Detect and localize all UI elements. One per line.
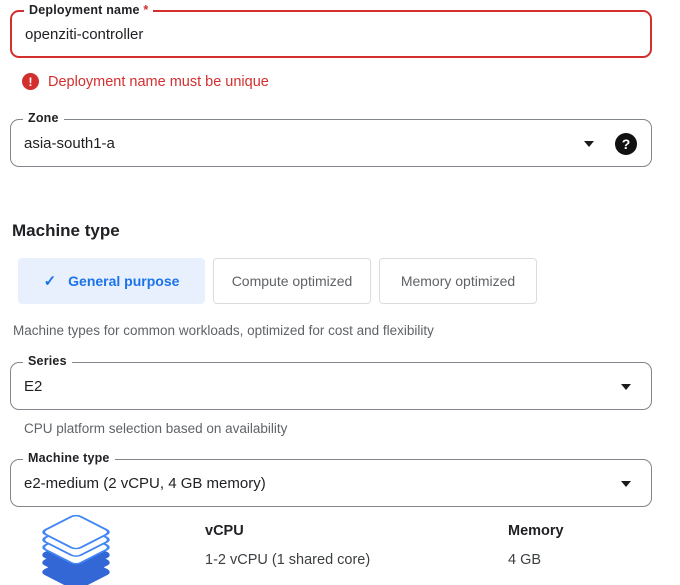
required-asterisk: *: [143, 3, 149, 17]
machine-spec-summary: vCPU 1-2 vCPU (1 shared core) Memory 4 G…: [0, 514, 680, 585]
tab-compute-optimized-label: Compute optimized: [231, 273, 353, 289]
tab-memory-optimized[interactable]: Memory optimized: [379, 258, 537, 304]
chevron-down-icon[interactable]: [584, 141, 594, 147]
deployment-name-error: ! Deployment name must be unique: [22, 73, 680, 90]
vcpu-value: 1-2 vCPU (1 shared core): [205, 552, 371, 568]
memory-value: 4 GB: [508, 552, 542, 568]
chevron-down-icon[interactable]: [621, 481, 631, 487]
series-value: E2: [24, 377, 43, 395]
series-helper-text: CPU platform selection based on availabi…: [24, 421, 288, 436]
machine-type-value: e2-medium (2 vCPU, 4 GB memory): [24, 474, 266, 492]
series-select[interactable]: Series E2: [10, 354, 652, 410]
stack-layers-icon: [42, 514, 110, 585]
error-icon: !: [22, 73, 39, 90]
zone-label: Zone: [23, 111, 64, 125]
chevron-down-icon[interactable]: [621, 384, 631, 390]
deployment-name-label-text: Deployment name: [29, 3, 140, 17]
machine-type-heading: Machine type: [12, 221, 120, 240]
zone-select[interactable]: Zone asia-south1-a ?: [10, 111, 652, 167]
vcpu-header: vCPU: [205, 523, 244, 539]
memory-header: Memory: [508, 523, 564, 539]
zone-value: asia-south1-a: [24, 134, 115, 152]
machine-type-select[interactable]: Machine type e2-medium (2 vCPU, 4 GB mem…: [10, 451, 652, 507]
machine-type-label: Machine type: [23, 451, 115, 465]
vcpu-column: vCPU 1-2 vCPU (1 shared core): [205, 514, 508, 568]
help-icon[interactable]: ?: [615, 133, 637, 155]
check-icon: ✓: [43, 273, 57, 290]
tab-compute-optimized[interactable]: Compute optimized: [213, 258, 371, 304]
tab-general-purpose-label: General purpose: [68, 273, 180, 289]
memory-column: Memory 4 GB: [508, 514, 648, 568]
deployment-name-label: Deployment name *: [24, 3, 154, 17]
deployment-name-input[interactable]: [25, 25, 585, 43]
error-message-text: Deployment name must be unique: [48, 73, 269, 90]
machine-family-description: Machine types for common workloads, opti…: [13, 323, 434, 338]
machine-family-tabs: ✓ General purpose Compute optimized Memo…: [18, 258, 680, 304]
deployment-name-field[interactable]: Deployment name *: [10, 3, 652, 58]
series-label: Series: [23, 354, 72, 368]
tab-memory-optimized-label: Memory optimized: [400, 273, 516, 289]
tab-general-purpose[interactable]: ✓ General purpose: [18, 258, 205, 304]
